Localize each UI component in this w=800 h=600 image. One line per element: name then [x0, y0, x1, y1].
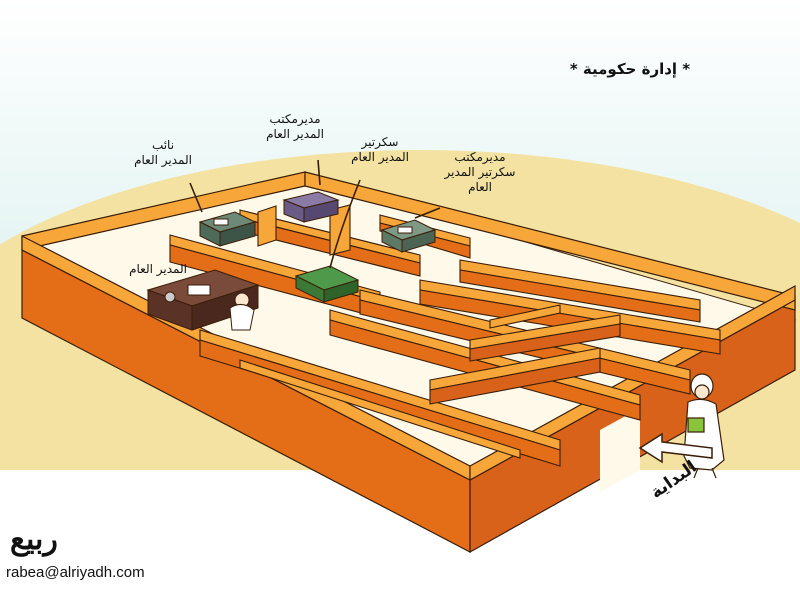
pointer-lines — [189, 159, 441, 269]
label-secretary: سكرتير المدير العام — [351, 135, 409, 164]
label-general-manager: المدير العام — [129, 262, 187, 276]
title-text: * إدارة حكومية * — [569, 60, 691, 78]
desk-office-manager-secretary — [380, 219, 437, 253]
entrance-arrow — [638, 432, 713, 464]
desk-office-manager — [282, 191, 340, 223]
general-manager-figure — [229, 292, 255, 331]
label-office-manager: مديرمكتب المدير العام — [266, 112, 324, 141]
desk-secretary — [294, 265, 360, 303]
artist-signature: ربيع — [10, 522, 58, 557]
desk-deputy — [198, 211, 257, 247]
artist-email: rabea@alriyadh.com — [6, 564, 145, 581]
label-office-manager-secretary: مديرمكتب سكرتير المدير العام — [444, 150, 516, 194]
label-deputy: نائب المدير العام — [134, 138, 192, 167]
